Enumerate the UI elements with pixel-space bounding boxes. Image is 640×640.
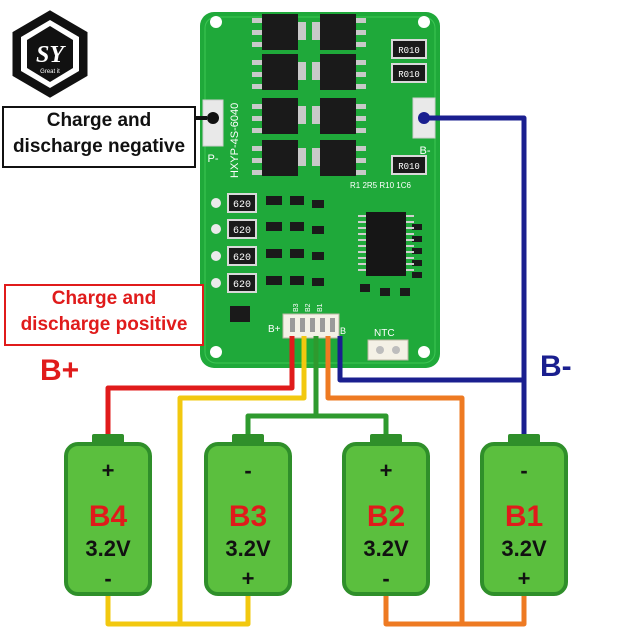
logo-letters: SY [36, 42, 66, 68]
b-minus-label: B- [540, 350, 572, 383]
battery-b4-top-sign: + [102, 458, 115, 483]
battery-b4-voltage: 3.2V [85, 536, 131, 561]
balance-resistors: 620 620 620 620 [211, 193, 257, 293]
connector-b-silkscreen: B [340, 326, 346, 336]
wire-blue-b-minus [424, 115, 527, 440]
mosfet-right [312, 14, 366, 176]
board-model: HXYP-4S-6040 [229, 103, 241, 178]
battery-b2-top-sign: + [380, 458, 393, 483]
wire-orange [325, 336, 465, 627]
balance-resistor-4: 620 [233, 280, 251, 291]
p-minus-terminal [207, 112, 219, 124]
shunt-resistors: R010 R010 R010 [391, 39, 427, 175]
battery-b2-name: B2 [367, 500, 405, 533]
wire-green [245, 336, 389, 440]
connector-pin-b1: B1 [317, 303, 324, 312]
balance-resistor-1: 620 [233, 200, 251, 211]
wire-yellow-bottom [105, 590, 180, 627]
positive-callout: Charge and discharge positive [4, 284, 204, 346]
mount-hole [418, 16, 430, 28]
battery-b2-voltage: 3.2V [363, 536, 409, 561]
ntc-silkscreen: NTC [374, 328, 395, 339]
shunt-resistor-2: R010 [398, 70, 420, 80]
positive-callout-line1: Charge and [51, 288, 157, 309]
battery-b1-name: B1 [505, 500, 543, 533]
battery-b1-bottom-sign: + [518, 566, 531, 591]
protection-ic [366, 212, 406, 276]
b-plus-label: B+ [40, 354, 79, 387]
balance-resistor-3: 620 [233, 253, 251, 264]
connector-b-plus-silkscreen: B+ [268, 324, 281, 335]
shunt-resistor-3: R010 [398, 162, 420, 172]
bms-board: P- B- HXYP-4S-6040 [200, 12, 440, 368]
connector-pin-b2: B2 [305, 303, 312, 312]
b-minus-silkscreen: B- [420, 145, 431, 157]
battery-b1-top-sign: - [520, 458, 527, 483]
negative-callout-line2: discharge negative [12, 136, 186, 157]
wires [105, 115, 527, 627]
b-minus-terminal [418, 112, 430, 124]
battery-b2: + B2 3.2V - [342, 434, 430, 596]
balance-resistor-2: 620 [233, 226, 251, 237]
component-labels: R1 2R5 R10 1C6 [350, 181, 411, 190]
battery-b3-top-sign: - [244, 458, 251, 483]
smd-components [230, 196, 422, 322]
battery-b4-bottom-sign: - [104, 566, 111, 591]
ntc-connector [367, 339, 409, 361]
battery-b3-name: B3 [229, 500, 267, 533]
logo-tagline: Great it [40, 69, 60, 75]
mount-hole [210, 16, 222, 28]
wire-yellow [177, 336, 307, 627]
wire-red-b-plus [105, 336, 295, 440]
battery-b4: + B4 3.2V - [64, 434, 152, 596]
mount-hole [418, 346, 430, 358]
wire-blue-balance [337, 336, 524, 383]
positive-callout-line2: discharge positive [20, 314, 188, 335]
battery-b2-bottom-sign: - [382, 566, 389, 591]
mosfet-left [252, 14, 306, 176]
negative-callout-line1: Charge and [46, 110, 152, 131]
mount-hole [210, 346, 222, 358]
battery-b4-name: B4 [89, 500, 128, 533]
shunt-resistor-1: R010 [398, 46, 420, 56]
wire-orange-bottom [462, 590, 527, 627]
connector-pin-b3: B3 [293, 303, 300, 312]
battery-b1-voltage: 3.2V [501, 536, 547, 561]
brand-logo: SY Great it [12, 10, 88, 98]
battery-b3: - B3 3.2V + [204, 434, 292, 596]
battery-b3-bottom-sign: + [242, 566, 255, 591]
p-minus-silkscreen: P- [208, 153, 219, 165]
battery-b1: - B1 3.2V + [480, 434, 568, 596]
negative-callout: Charge and discharge negative [2, 106, 196, 168]
battery-b3-voltage: 3.2V [225, 536, 271, 561]
